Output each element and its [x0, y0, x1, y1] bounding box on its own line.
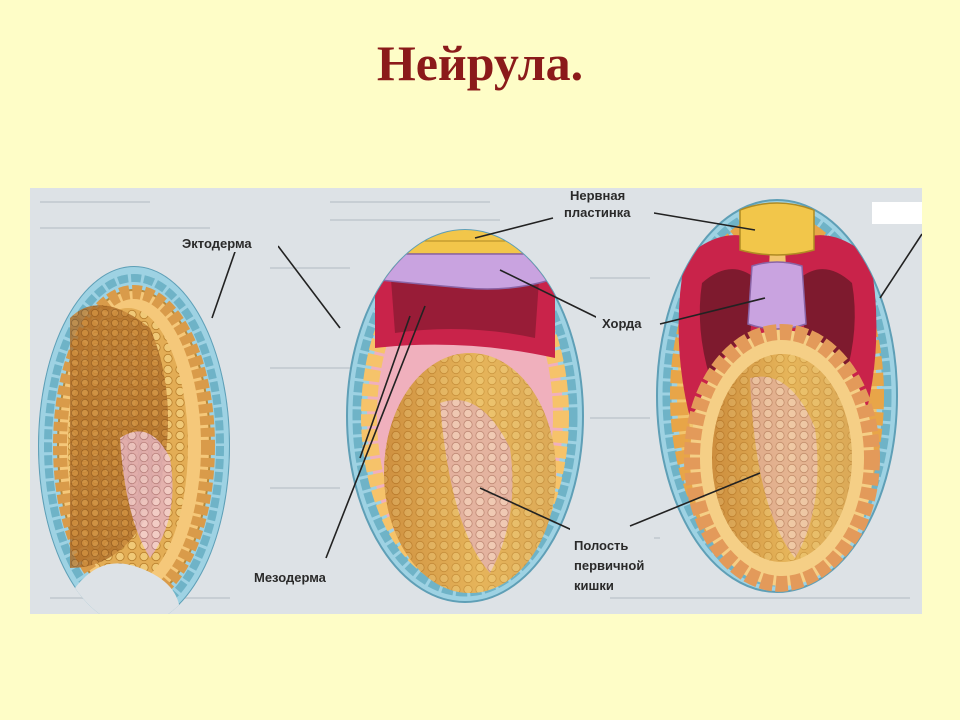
slide-title: Нейрула.: [376, 35, 584, 91]
neurula-svg: Эктодерма Нервная пластинка Хорда Мезоде…: [38, 188, 922, 614]
label-mesoderm: Мезодерма: [254, 570, 327, 585]
neural-plate-leader-2: [647, 211, 756, 231]
mesoderm-leader-2: [325, 305, 426, 559]
scan-patch: [872, 202, 922, 224]
scan-background: [40, 201, 910, 599]
edge-leader: [879, 233, 922, 299]
ectoderm-leader-1: [211, 245, 238, 319]
chord-leader-2: [659, 297, 766, 325]
label-gut-line2: первичной: [574, 558, 644, 573]
mesoderm-leader-1: [359, 315, 411, 459]
chord-leader-1: [499, 269, 599, 319]
label-neural-plate-line2: пластинка: [564, 205, 631, 220]
embryo-stage-3: [656, 199, 898, 593]
labels: Эктодерма Нервная пластинка Хорда Мезоде…: [180, 188, 658, 596]
label-ectoderm: Эктодерма: [182, 236, 252, 251]
label-neural-plate-line1: Нервная: [570, 188, 625, 203]
label-gut-line1: Полость: [574, 538, 628, 553]
gut-leader-2: [629, 472, 761, 527]
leader-lines: [211, 211, 922, 559]
neurula-diagram: Эктодерма Нервная пластинка Хорда Мезоде…: [30, 188, 922, 614]
gut-leader-1: [479, 487, 586, 537]
embryo-stage-2: [346, 229, 584, 603]
embryo-stage-1: [38, 266, 230, 614]
label-chord: Хорда: [602, 316, 642, 331]
ectoderm-leader-2: [277, 245, 341, 329]
neural-plate-leader-1: [474, 217, 554, 239]
label-gut-line3: кишки: [574, 578, 614, 593]
